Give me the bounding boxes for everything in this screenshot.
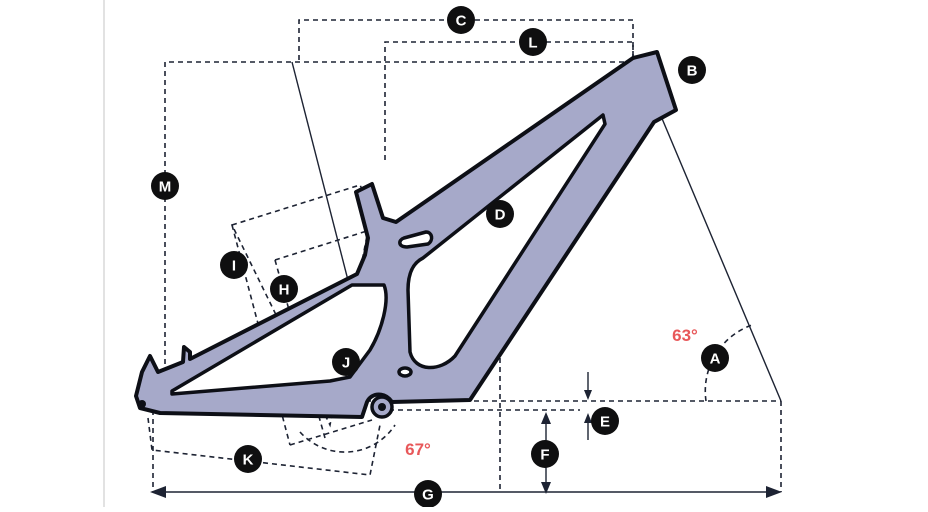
marker-a-label: A [710,351,721,368]
marker-h-circle [270,275,298,303]
front-triangle [134,50,678,419]
rear-axle-dot [138,400,146,408]
marker-d-circle [486,200,514,228]
dimension-e-top-arrow [584,390,592,400]
marker-l-circle [519,28,547,56]
dimension-m-line [164,61,640,400]
marker-k-label: K [243,452,254,469]
marker-d-label: D [495,207,506,224]
marker-h-label: H [279,282,290,299]
marker-m: M [151,172,179,200]
dimension-h-top [274,229,371,261]
marker-j: J [332,348,360,376]
marker-d: D [486,200,514,228]
marker-b-label: B [687,63,698,80]
marker-k: K [234,445,262,473]
marker-b-circle [678,56,706,84]
marker-j-label: J [342,355,350,372]
marker-g-circle [414,480,442,508]
marker-b: B [678,56,706,84]
bb-small-hole [397,366,413,378]
marker-m-label: M [159,179,172,196]
marker-e-label: E [600,414,610,431]
marker-i-label: I [232,258,236,275]
upper-slot-hole [398,230,434,249]
marker-f: F [531,440,559,468]
seat-angle-label: 67° [405,440,431,459]
marker-e: E [591,407,619,435]
marker-c-label: C [456,13,467,30]
marker-i-circle [220,251,248,279]
dimension-g-arrow-left [150,486,166,498]
marker-c-circle [447,6,475,34]
dimension-f-arrow-bottom [541,482,551,494]
marker-a: A [701,344,729,372]
rear-triangle-hole [170,283,388,396]
dimension-l-line [384,41,634,160]
marker-g-label: G [422,487,434,504]
marker-l: L [519,28,547,56]
head-tube-axis-line [649,89,782,402]
bottom-bracket-center [378,403,386,411]
marker-h: H [270,275,298,303]
marker-k-circle [234,445,262,473]
marker-f-circle [531,440,559,468]
marker-e-circle [591,407,619,435]
marker-m-circle [151,172,179,200]
marker-i: I [220,251,248,279]
marker-g: G [414,480,442,508]
bike-frame [134,50,678,419]
dimension-k-line [147,417,381,476]
head-angle-label: 63° [672,326,698,345]
markers: C L B M D I H J A E F K G [151,6,729,508]
front-triangle-hole [406,113,607,370]
dimension-seat-arc [299,424,396,453]
dimension-e-bottom-arrow [584,413,592,423]
marker-j-circle [332,348,360,376]
marker-c: C [447,6,475,34]
marker-f-label: F [540,447,549,464]
marker-a-circle [701,344,729,372]
dimension-g-arrow-right [766,486,782,498]
marker-l-label: L [528,35,537,52]
dimension-f-arrow-top [541,412,551,424]
